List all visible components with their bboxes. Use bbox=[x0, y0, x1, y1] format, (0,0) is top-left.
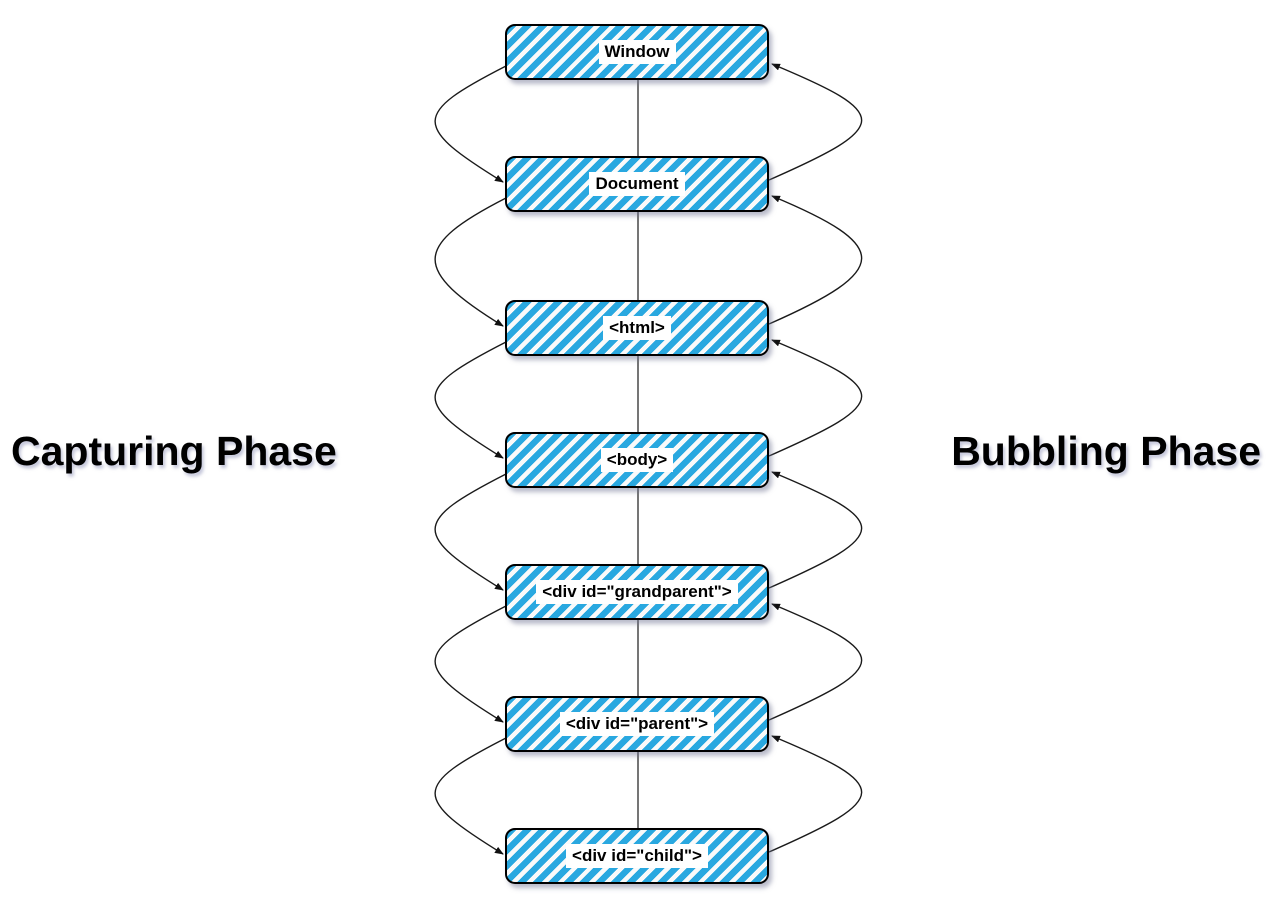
bubbling-arrow bbox=[768, 339, 863, 457]
node-document: Document bbox=[505, 152, 775, 216]
node-grandparent: <div id="grandparent"> bbox=[505, 560, 775, 624]
node-label: Window bbox=[598, 40, 676, 64]
capturing-arrow bbox=[434, 473, 507, 591]
node-label: <div id="grandparent"> bbox=[536, 580, 738, 604]
bubbling-phase-title: Bubbling Phase bbox=[951, 428, 1261, 474]
capturing-arrow bbox=[434, 197, 507, 327]
node-child: <div id="child"> bbox=[505, 824, 775, 888]
node-label: <div id="parent"> bbox=[559, 712, 715, 736]
node-html: <html> bbox=[505, 296, 775, 360]
capturing-arrow bbox=[434, 605, 507, 723]
node-window: Window bbox=[505, 20, 775, 84]
capturing-arrow bbox=[434, 341, 507, 459]
capturing-arrows bbox=[434, 65, 507, 855]
bubbling-arrows bbox=[768, 63, 863, 853]
bubbling-arrow bbox=[768, 195, 863, 325]
bubbling-arrow bbox=[768, 603, 863, 721]
bubbling-arrow bbox=[768, 471, 863, 589]
capturing-arrow bbox=[434, 65, 507, 183]
node-body: <body> bbox=[505, 428, 775, 492]
bubbling-arrow bbox=[768, 735, 863, 853]
node-label: <div id="child"> bbox=[566, 844, 708, 868]
node-label: Document bbox=[589, 172, 685, 196]
capturing-phase-title: Capturing Phase bbox=[11, 428, 337, 474]
capturing-arrow bbox=[434, 737, 507, 855]
node-label: <html> bbox=[603, 316, 671, 340]
node-parent: <div id="parent"> bbox=[505, 692, 775, 756]
bubbling-arrow bbox=[768, 63, 863, 181]
node-label: <body> bbox=[600, 448, 674, 472]
